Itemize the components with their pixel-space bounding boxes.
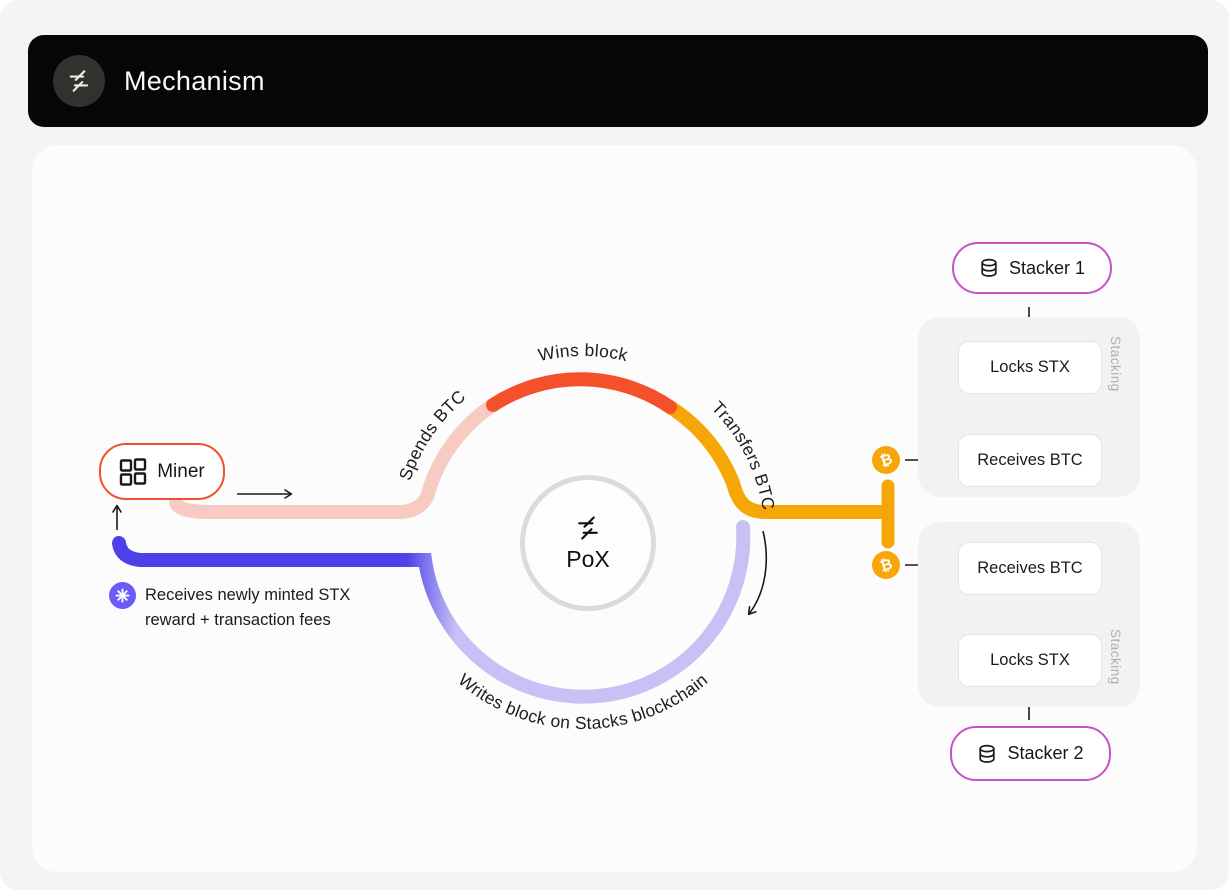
stacking-tag-1: Stacking: [1108, 336, 1123, 392]
stacker1-node: Stacker 1: [952, 242, 1112, 294]
stacks-logo-icon: [69, 70, 89, 92]
stx-reward-icon: [109, 582, 136, 609]
stacker2-receives-btc-box: Receives BTC: [958, 542, 1102, 595]
stacker2-label: Stacker 2: [1007, 743, 1084, 763]
page-title: Mechanism: [124, 65, 265, 96]
database-icon: [979, 744, 996, 763]
stacks-logo-badge: [53, 55, 105, 107]
stacker1-locks-stx-box: Locks STX: [958, 341, 1102, 394]
stacks-logo-icon: [578, 516, 598, 540]
stacker2-locks-stx-box: Locks STX: [958, 634, 1102, 687]
miner-label: Miner: [157, 460, 205, 482]
miner-reward-note: Receives newly minted STX reward + trans…: [145, 586, 351, 629]
bitcoin-symbol: ₿: [877, 554, 895, 576]
pox-circle: PoX: [520, 475, 656, 611]
miner-grid-icon: [120, 457, 147, 486]
title-bar: Mechanism: [28, 35, 1208, 127]
bitcoin-icon: ₿: [872, 446, 900, 474]
stacking-tag-2: Stacking: [1108, 629, 1123, 685]
database-icon: [981, 258, 997, 277]
pox-label: PoX: [566, 546, 610, 572]
bitcoin-icon: ₿: [872, 551, 900, 579]
stacker1-label: Stacker 1: [1008, 257, 1086, 278]
miner-node: Miner: [99, 443, 225, 500]
stacker2-node: Stacker 2: [950, 726, 1111, 781]
stacker1-receives-btc-box: Receives BTC: [958, 434, 1102, 487]
bitcoin-symbol: ₿: [877, 449, 895, 471]
